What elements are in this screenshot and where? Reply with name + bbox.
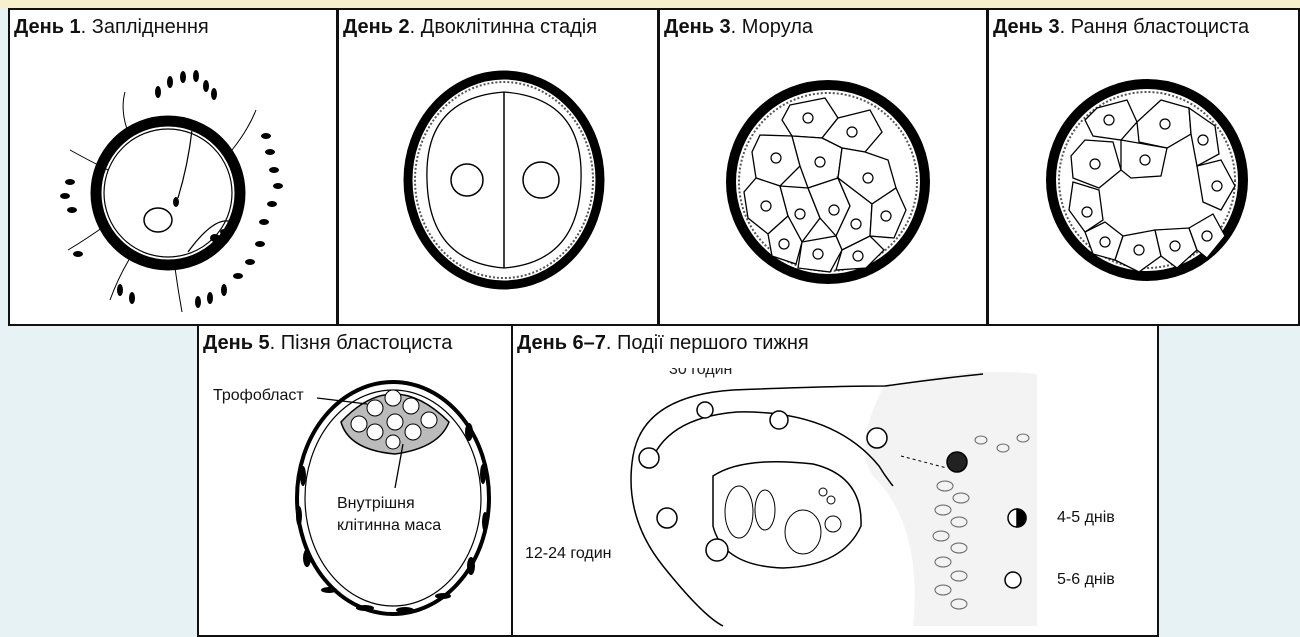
panel-day-2-two-cell: День 2. Двоклітинна стадія <box>337 8 659 326</box>
nucleus-right <box>523 162 559 198</box>
panel-day-3-morula: День 3. Морула <box>658 8 988 326</box>
panel-day-5-late-blastocyst: День 5. Пізня бластоциста Трофобласт Вну… <box>197 324 513 637</box>
tube-fimbriae <box>631 456 723 626</box>
morula-illustration <box>660 10 988 326</box>
fertilization-illustration <box>10 10 338 326</box>
top-band <box>0 0 1300 8</box>
panel-day-1-fertilization: День 1. Запліднення <box>8 8 338 326</box>
sperm-head <box>173 197 179 207</box>
pronucleus <box>144 208 172 232</box>
nucleus-left <box>451 164 483 196</box>
first-week-illustration <box>513 326 1159 637</box>
two-cell-illustration <box>339 10 659 326</box>
panel-day-6-7-first-week: День 6–7. Події першого тижня 30 годин 1… <box>511 324 1159 637</box>
late-blastocyst-illustration <box>199 326 513 637</box>
panel-day-3-early-blastocyst: День 3. Рання бластоциста <box>987 8 1300 326</box>
early-blastocyst-illustration <box>989 10 1300 326</box>
